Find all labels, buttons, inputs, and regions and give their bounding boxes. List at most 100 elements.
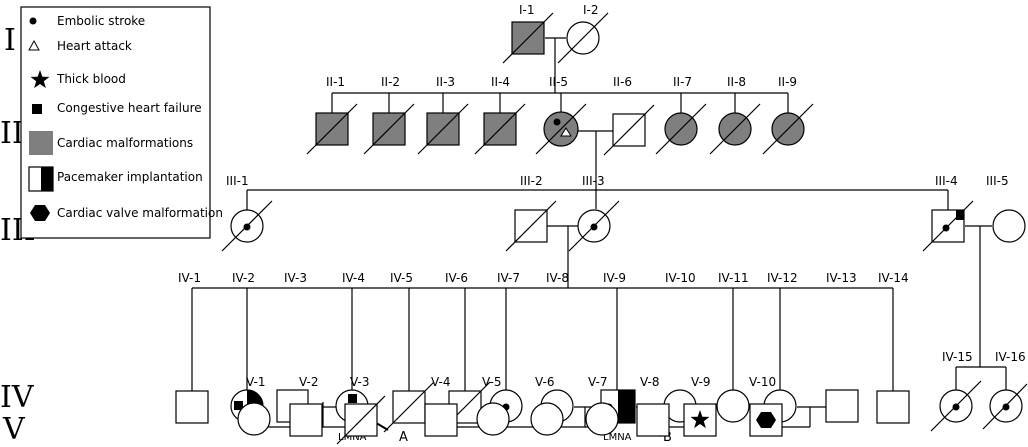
label-IV-13: IV-13 (826, 271, 857, 285)
pedigree-symbol-II-8 (709, 103, 761, 155)
pedigree-symbol-V-4 (424, 403, 458, 437)
sibship-drops-IV-right (955, 367, 1007, 390)
embolic-stroke-icon (243, 223, 251, 231)
label-III-4: III-4 (935, 174, 958, 188)
legend-box (20, 6, 211, 239)
label-IV-8: IV-8 (546, 271, 569, 285)
thick-blood-icon (30, 70, 50, 89)
pedigree-symbol-V-6 (530, 402, 564, 436)
pacemaker-icon-fill (41, 167, 53, 191)
label-II-4: II-4 (491, 75, 510, 89)
label-IV-15: IV-15 (942, 350, 973, 364)
embolic-stroke-icon (553, 118, 561, 126)
legend-thick-blood: Thick blood (56, 72, 126, 86)
label-II-7: II-7 (673, 75, 692, 89)
pedigree-symbol-IV-14 (876, 390, 910, 424)
label-III-5: III-5 (986, 174, 1009, 188)
legend-pacemaker: Pacemaker implantation (57, 170, 203, 184)
pedigree-symbol-IV-1 (175, 390, 209, 424)
pedigree-symbol-III-2 (505, 200, 557, 252)
pedigree-symbol-V-10 (749, 403, 783, 437)
legend-embolic-stroke: Embolic stroke (57, 14, 145, 28)
embolic-stroke-icon (590, 223, 598, 231)
pedigree-symbol-V-2 (289, 403, 323, 437)
label-V-1: V-1 (246, 375, 265, 389)
generation-label-2: II (0, 116, 24, 151)
pedigree-symbol-III-1 (221, 200, 273, 252)
pacemaker-icon (956, 210, 964, 220)
embolic-stroke-icon (29, 17, 37, 25)
label-V-8: V-8 (640, 375, 659, 389)
label-II-6: II-6 (613, 75, 632, 89)
pedigree-lines (191, 37, 1007, 432)
label-IV-4: IV-4 (342, 271, 365, 285)
cardiac-malformations-icon (29, 131, 53, 155)
label-I-2: I-2 (583, 3, 599, 17)
label-II-5: II-5 (549, 75, 568, 89)
sibship-drops-V-mid (440, 427, 603, 432)
legend-valve: Cardiac valve malformation (57, 206, 223, 220)
legend-heart-attack: Heart attack (57, 39, 132, 53)
label-IV-5: IV-5 (390, 271, 413, 285)
label-II-8: II-8 (727, 75, 746, 89)
sibship-drops-IV (191, 288, 894, 392)
pacemaker-icon (618, 390, 635, 423)
gene-label-IV-4: LMNA (338, 432, 367, 443)
legend-chf: Congestive heart failure (57, 101, 202, 115)
pedigree-symbol-V-9 (683, 403, 717, 437)
gene-label-IV-9: LMNA (603, 432, 632, 443)
label-III-2: III-2 (520, 174, 543, 188)
embolic-stroke-icon (952, 403, 960, 411)
label-IV-12: IV-12 (767, 271, 798, 285)
generation-label-5: V (2, 412, 26, 447)
label-II-2: II-2 (381, 75, 400, 89)
cardiac-valve-malformation-icon (756, 412, 776, 428)
label-II-9: II-9 (778, 75, 797, 89)
thick-blood-icon (690, 410, 710, 429)
label-V-10: V-10 (749, 375, 776, 389)
cardiac-valve-malformation-icon (30, 205, 50, 221)
legend: Embolic stroke Heart attack Thick blood … (20, 6, 223, 239)
pedigree-symbol-II-6 (603, 104, 655, 156)
pedigree-symbol-IV-15 (930, 380, 982, 432)
pedigree-symbol-II-3 (417, 103, 469, 155)
label-V-3: V-3 (350, 375, 369, 389)
label-I-1: I-1 (519, 3, 535, 17)
label-V-9: V-9 (691, 375, 710, 389)
pedigree-symbol-IV-16 (982, 383, 1028, 430)
pedigree-symbol-III-5 (992, 209, 1026, 243)
label-V-6: V-6 (535, 375, 554, 389)
pedigree-symbol-II-2 (363, 103, 415, 155)
pedigree-symbol-II-9 (762, 103, 814, 155)
pedigree-symbol-V-7 (585, 402, 619, 436)
heart-attack-icon (560, 127, 572, 137)
individual-labels: I-1 I-2 II-1 II-2 II-3 II-4 II-5 II-6 II… (178, 3, 1026, 389)
heart-attack-icon (28, 39, 40, 51)
arrow-label-A: A (399, 430, 408, 445)
label-IV-10: IV-10 (665, 271, 696, 285)
label-IV-14: IV-14 (878, 271, 909, 285)
pedigree-symbol-I-1 (502, 12, 554, 64)
label-IV-9: IV-9 (603, 271, 626, 285)
label-II-1: II-1 (326, 75, 345, 89)
pedigree-symbol-V-3 (336, 395, 386, 445)
sibship-drops-III (246, 190, 949, 210)
congestive-heart-failure-icon (234, 401, 243, 410)
pedigree-symbol-V-1 (237, 402, 271, 436)
pedigree-symbol-II-5 (535, 103, 587, 155)
arrow-label-B: B (663, 430, 672, 445)
pedigree-symbol-IV-13 (825, 389, 859, 423)
generation-label-4: IV (0, 380, 35, 415)
label-IV-2: IV-2 (232, 271, 255, 285)
label-V-7: V-7 (588, 375, 607, 389)
label-III-3: III-3 (582, 174, 605, 188)
pedigree-symbol-III-4 (922, 200, 974, 252)
pedigree-symbol-V-5 (476, 402, 510, 436)
congestive-heart-failure-icon (348, 394, 357, 403)
label-V-2: V-2 (299, 375, 318, 389)
pedigree-symbol-III-3 (568, 200, 620, 252)
label-IV-16: IV-16 (995, 350, 1026, 364)
label-IV-6: IV-6 (445, 271, 468, 285)
sibship-drops-II (331, 93, 789, 113)
